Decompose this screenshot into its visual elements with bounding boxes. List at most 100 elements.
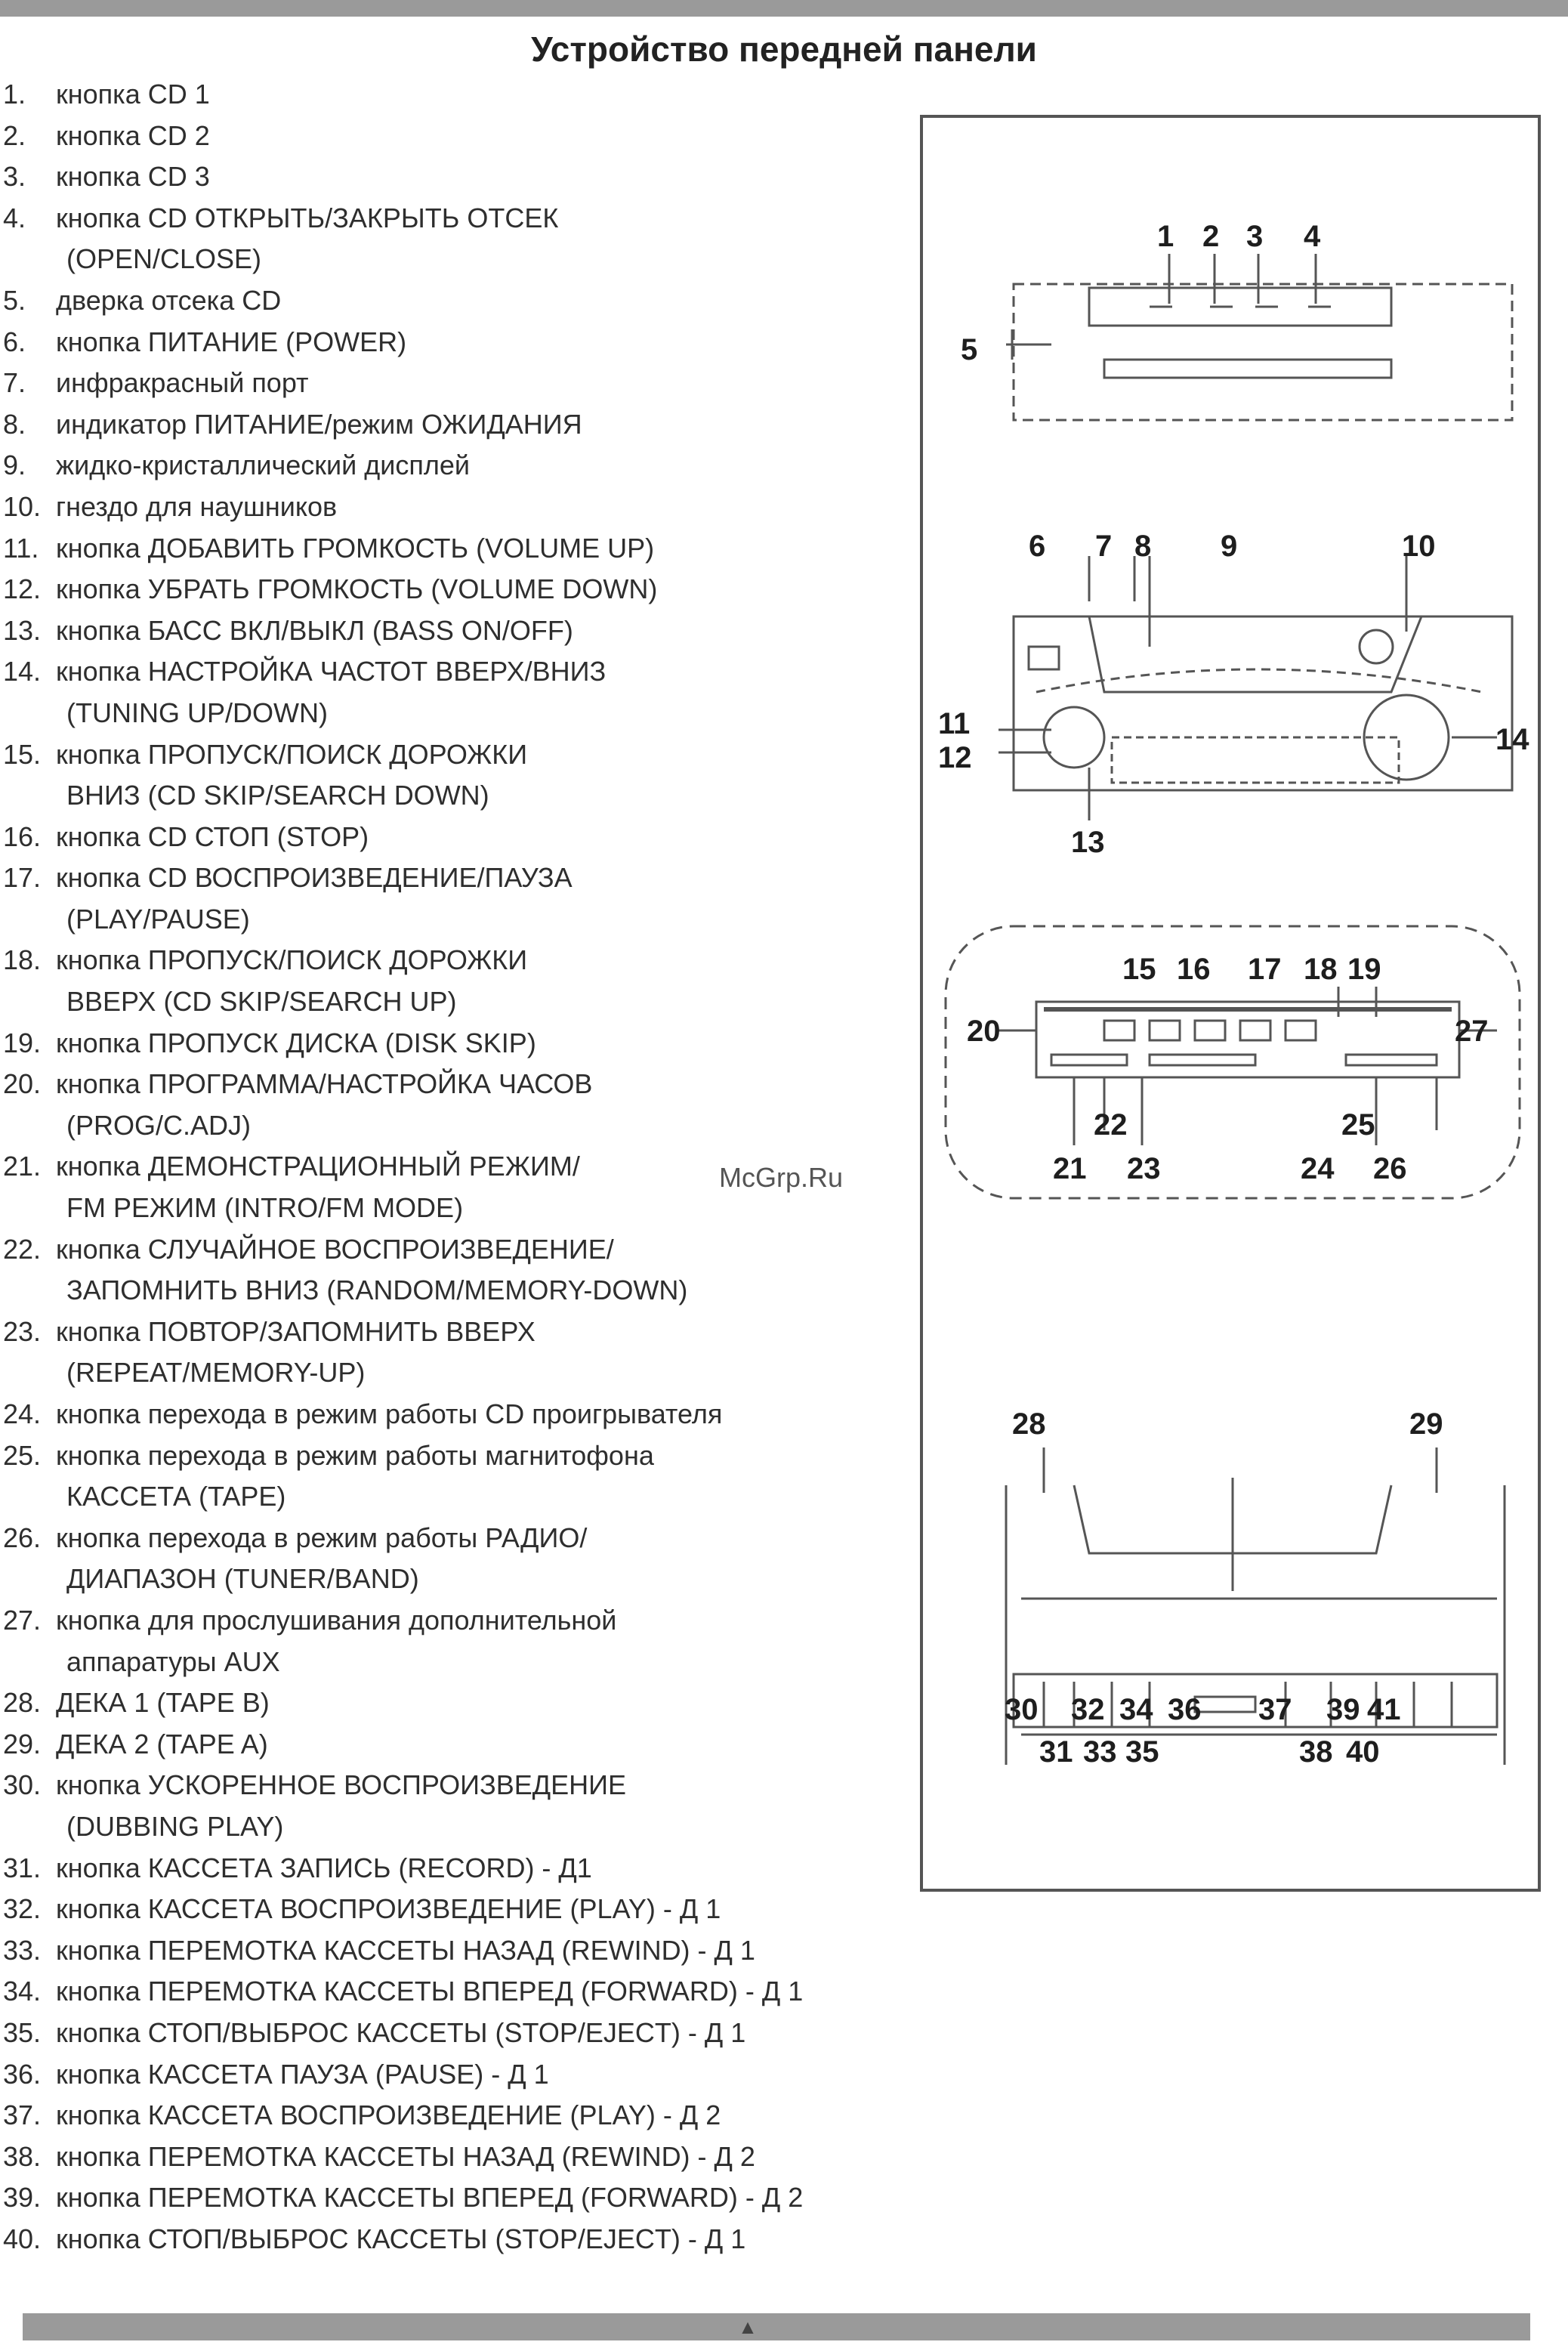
legend-item: 38. кнопка ПЕРЕМОТКА КАССЕТЫ НАЗАД (REWIN… [3,2136,909,2178]
legend-number: 29. [3,1728,42,1760]
legend-item: 20.кнопка ПРОГРАММА/НАСТРОЙКА ЧАСОВ [3,1064,909,1105]
legend-text: (OPEN/CLOSE) [66,243,262,275]
legend-text: ВНИЗ (CD SKIP/SEARCH DOWN) [66,780,489,811]
legend-text: кнопка ПРОГРАММА/НАСТРОЙКА ЧАСОВ [56,1068,593,1100]
legend-number: 2. [3,119,26,151]
legend-number: 7. [3,367,26,399]
legend-number: 26. [3,1522,42,1553]
control-panel-drawing [944,925,1521,1200]
legend-text: кнопка ДЕМОНСТРАЦИОННЫЙ РЕЖИМ/ [56,1151,580,1182]
legend-number: 33. [3,1934,42,1966]
legend-item: 19.кнопка ПРОПУСК ДИСКА (DISK SKIP) [3,1023,909,1064]
legend-text: кнопка перехода в режим работы РАДИО/ [56,1522,588,1553]
callout-1: 1 [1157,220,1174,253]
legend-text: кнопка ПЕРЕМОТКА КАССЕТЫ НАЗАД (REWIND) … [56,2140,755,2172]
legend-text: кнопка КАССЕТА ПАУЗА (PAUSE) - Д 1 [56,2058,549,2090]
callout-23: 23 [1127,1152,1161,1185]
legend-item: 33. кнопка ПЕРЕМОТКА КАССЕТЫ НАЗАД (REWIN… [3,1930,909,1972]
legend-item-continuation: аппаратуры AUX [3,1642,909,1683]
legend-number: 16. [3,820,42,852]
callout-34: 34 [1119,1693,1153,1726]
legend-text: КАССЕТА (TAPE) [66,1481,286,1512]
callout-6: 6 [1029,530,1045,563]
legend-number: 13. [3,614,42,646]
legend-text: ДЕКА 1 (TAPE B) [56,1687,270,1719]
legend-number: 28. [3,1687,42,1719]
legend-number: 5. [3,284,26,316]
legend-item: 26. кнопка перехода в режим работы РАДИО/ [3,1518,909,1559]
legend-number: 6. [3,326,26,357]
legend-text: кнопка КАССЕТА ВОСПРОИЗВЕДЕНИЕ (PLAY) - … [56,1893,721,1925]
legend-item: 21.кнопка ДЕМОНСТРАЦИОННЫЙ РЕЖИМ/ [3,1146,909,1188]
legend-number: 1. [3,79,26,110]
legend-item: 15.кнопка ПРОПУСК/ПОИСК ДОРОЖКИ [3,734,909,776]
callout-39: 39 [1326,1693,1360,1726]
front-panel-illustration: 1 2 3 4 5 6 7 8 9 10 11 12 13 14 15 16 1… [938,220,1529,1769]
callout-27: 27 [1455,1015,1489,1048]
display-panel-drawing [999,556,1514,820]
parts-legend: 1.кнопка CD 1 2.кнопка CD 2 3.кнопка CD … [3,74,909,2260]
legend-item: 8.индикатор ПИТАНИЕ/режим ОЖИДАНИЯ [3,404,909,446]
legend-text: кнопка CD 3 [56,161,210,193]
legend-item-continuation: ЗАПОМНИТЬ ВНИЗ (RANDOM/MEMORY-DOWN) [3,1270,909,1312]
legend-number: 34. [3,1976,42,2007]
callout-22: 22 [1094,1108,1128,1142]
legend-item: 40.кнопка СТОП/ВЫБРОС КАССЕТЫ (STOP/EJEC… [3,2219,909,2260]
legend-text: кнопка CD ВОСПРОИЗВЕДЕНИЕ/ПАУЗА [56,862,573,894]
legend-item: 4.кнопка CD ОТКРЫТЬ/ЗАКРЫТЬ ОТСЕК [3,198,909,239]
callout-2: 2 [1202,220,1219,253]
legend-text: ЗАПОМНИТЬ ВНИЗ (RANDOM/MEMORY-DOWN) [66,1274,688,1306]
callout-31: 31 [1039,1735,1073,1769]
legend-text: кнопка УБРАТЬ ГРОМКОСТЬ (VOLUME DOWN) [56,573,658,605]
legend-text: кнопка перехода в режим работы CD проигр… [56,1398,723,1429]
legend-text: (PLAY/PAUSE) [66,903,250,935]
legend-text: гнездо для наушников [56,490,338,522]
callout-28: 28 [1012,1407,1046,1441]
legend-text: кнопка СТОП/ВЫБРОС КАССЕТЫ (STOP/EJECT) … [56,2223,746,2254]
legend-item: 2. кнопка CD 2 [3,116,909,157]
callout-25: 25 [1341,1108,1375,1142]
legend-number: 27. [3,1604,42,1636]
legend-item-continuation: (REPEAT/MEMORY-UP) [3,1352,909,1394]
legend-item: 31.кнопка КАССЕТА ЗАПИСЬ (RECORD) - Д1 [3,1848,909,1889]
legend-text: кнопка ДОБАВИТЬ ГРОМКОСТЬ (VOLUME UP) [56,532,655,564]
legend-number: 17. [3,862,42,894]
legend-item: 28. ДЕКА 1 (TAPE B) [3,1682,909,1724]
legend-number: 35. [3,2016,42,2048]
legend-text: аппаратуры AUX [66,1645,280,1677]
legend-number: 32. [3,1893,42,1925]
legend-item: 34. кнопка ПЕРЕМОТКА КАССЕТЫ ВПЕРЕД (FORW… [3,1971,909,2013]
legend-item: 36.кнопка КАССЕТА ПАУЗА (PAUSE) - Д 1 [3,2054,909,2096]
legend-item: 7.инфракрасный порт [3,363,909,404]
callout-24: 24 [1301,1152,1335,1185]
legend-text: кнопка ПРОПУСК/ПОИСК ДОРОЖКИ [56,738,528,770]
legend-text: кнопка ПЕРЕМОТКА КАССЕТЫ НАЗАД (REWIND) … [56,1934,755,1966]
legend-number: 3. [3,161,26,193]
legend-text: FM РЕЖИМ (INTRO/FM MODE) [66,1192,464,1224]
legend-item-continuation: FM РЕЖИМ (INTRO/FM MODE) [3,1188,909,1229]
legend-item-continuation: (DUBBING PLAY) [3,1806,909,1848]
legend-text: кнопка CD ОТКРЫТЬ/ЗАКРЫТЬ ОТСЕК [56,202,559,233]
callout-13: 13 [1071,826,1105,859]
legend-item: 14.кнопка НАСТРОЙКА ЧАСТОТ ВВЕРХ/ВНИЗ [3,651,909,693]
legend-number: 12. [3,573,42,605]
legend-text: кнопка для прослушивания дополнительной [56,1604,617,1636]
legend-number: 31. [3,1852,42,1883]
legend-text: кнопка ПИТАНИЕ (POWER) [56,326,407,357]
legend-text: кнопка ПЕРЕМОТКА КАССЕТЫ ВПЕРЕД (FORWARD… [56,1976,804,2007]
callout-37: 37 [1258,1693,1292,1726]
callout-4: 4 [1304,220,1321,253]
legend-text: ВВЕРХ (CD SKIP/SEARCH UP) [66,986,457,1018]
legend-item-continuation: (TUNING UP/DOWN) [3,693,909,734]
legend-item: 35.кнопка СТОП/ВЫБРОС КАССЕТЫ (STOP/EJEC… [3,2013,909,2054]
legend-text: кнопка CD 2 [56,119,210,151]
legend-text: кнопка перехода в режим работы магнитофо… [56,1439,654,1471]
legend-item: 16.кнопка CD СТОП (STOP) [3,817,909,858]
callout-35: 35 [1125,1735,1159,1769]
legend-number: 23. [3,1315,42,1347]
legend-item: 12. кнопка УБРАТЬ ГРОМКОСТЬ (VOLUME DOWN) [3,569,909,610]
cd-drawer-drawing [1006,254,1514,422]
legend-number: 19. [3,1027,42,1058]
legend-number: 38. [3,2140,42,2172]
legend-item: 23.кнопка ПОВТОР/ЗАПОМНИТЬ ВВЕРХ [3,1312,909,1353]
